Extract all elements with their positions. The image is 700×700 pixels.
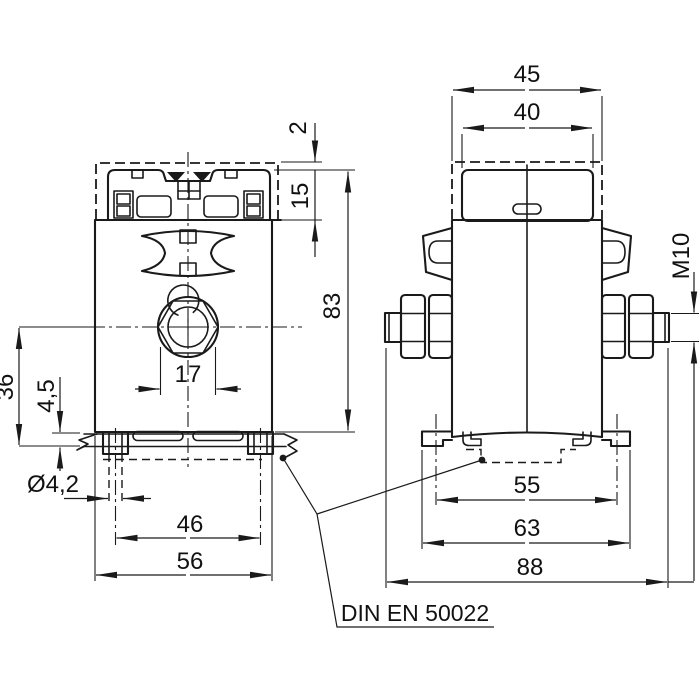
side-wing-left: [421, 226, 454, 282]
side-nut-right-outer: [627, 293, 655, 360]
side-nut-left-outer: [399, 293, 427, 360]
side-foot-right: [600, 430, 632, 448]
front-terminal-right-a: [246, 193, 261, 205]
front-rail-edges: [83, 433, 287, 448]
side-wing-right-clip: [601, 240, 626, 264]
front-terminal-left-a: [116, 193, 131, 205]
front-foot-left: [101, 430, 130, 456]
front-foot-right-hole: [253, 431, 268, 455]
dim-45: 45: [514, 61, 541, 88]
din-standard-label: DIN EN 50022: [341, 600, 489, 626]
dim-63: 63: [514, 515, 541, 542]
dim-17: 17: [175, 361, 202, 388]
side-nut-left-inner: [427, 293, 454, 360]
front-rail-slot-right: [192, 430, 244, 442]
front-cover-notch-left: [131, 169, 144, 179]
front-terminal-left: [113, 190, 134, 219]
front-label-tab-top: [179, 229, 197, 244]
front-foot-left-hole: [108, 431, 123, 455]
dim-56: 56: [177, 548, 204, 575]
front-label-window: [140, 229, 236, 278]
dim-hole-diameter: Ø4,2: [27, 471, 79, 498]
side-nut-right-outer-facets: [628, 312, 654, 343]
front-terminal-right-b: [246, 205, 261, 217]
front-cover-wedge-left: [167, 172, 185, 182]
side-63-extensions: [421, 450, 631, 549]
side-m10-extensions: [671, 312, 699, 343]
front-dimensions: [15, 123, 352, 579]
side-nut-right-inner-facets: [601, 312, 626, 343]
front-cover-body: [106, 168, 272, 222]
front-17-extension-lines: [159, 347, 217, 395]
din-rail-note: DIN EN 50022: [279, 454, 494, 628]
dim-88: 88: [517, 554, 544, 581]
dim-55: 55: [514, 472, 541, 499]
dim-36: 36: [0, 374, 19, 401]
front-bolt-shank-circle: [167, 306, 209, 348]
front-bolt-center-cross: [180, 319, 196, 335]
side-45-extensions: [451, 96, 603, 161]
front-body: [93, 218, 274, 434]
side-foot-left: [420, 430, 454, 448]
front-width-extension-lines: [94, 436, 273, 581]
front-rail-slot-left: [132, 430, 184, 442]
front-bolt-thread-arc: [167, 284, 200, 316]
front-cover-latch-lines: [177, 180, 201, 200]
side-view: 45 40 M10 55 63 88: [383, 61, 699, 588]
dim-2: 2: [285, 121, 312, 134]
side-body-bottom-arc: [450, 431, 604, 439]
side-88-extensions: [385, 348, 669, 588]
dim-4-5: 4,5: [33, 379, 60, 412]
front-terminal-left-b: [116, 205, 131, 217]
leader-lines: [282, 457, 494, 628]
front-terminal-right: [243, 190, 264, 219]
dim-83: 83: [319, 293, 346, 320]
side-bolt-right: [600, 293, 671, 360]
front-cover-wedge-right: [193, 172, 211, 182]
dim-46: 46: [177, 511, 204, 538]
side-bolt-right-end: [651, 311, 671, 344]
side-nut-left-outer-facets: [400, 312, 426, 343]
front-rail-break-right: [283, 433, 298, 458]
front-hole-hidden-lines: [108, 454, 123, 502]
dim-40: 40: [514, 99, 541, 126]
front-view: 2 15 83 17 36 4,5 Ø4,2 46 56: [0, 121, 355, 581]
front-window-left: [136, 195, 172, 218]
front-window-right: [203, 195, 239, 218]
front-cover-notch-right: [224, 169, 238, 179]
side-bolt-left-end: [383, 311, 403, 344]
side-bolt-left: [383, 293, 454, 360]
side-wing-left-clip: [428, 240, 453, 264]
dim-m10: M10: [668, 233, 695, 280]
side-claw-left: [462, 431, 482, 447]
side-rail-hidden-profile: [466, 448, 576, 464]
side-wing-right: [600, 226, 633, 282]
front-bolt-hexagon: [157, 300, 219, 354]
side-nut-right-inner: [600, 293, 627, 360]
side-claw-right: [572, 431, 592, 447]
front-foot-right: [246, 430, 275, 456]
side-dimensions: [387, 86, 698, 586]
front-rail-break-left: [76, 433, 98, 451]
side-nut-left-inner-facets: [428, 312, 453, 343]
dim-15: 15: [287, 183, 314, 210]
front-label-tab-bottom: [179, 262, 197, 277]
front-left-extension-lines: [19, 326, 90, 447]
side-40-extensions: [461, 134, 594, 168]
